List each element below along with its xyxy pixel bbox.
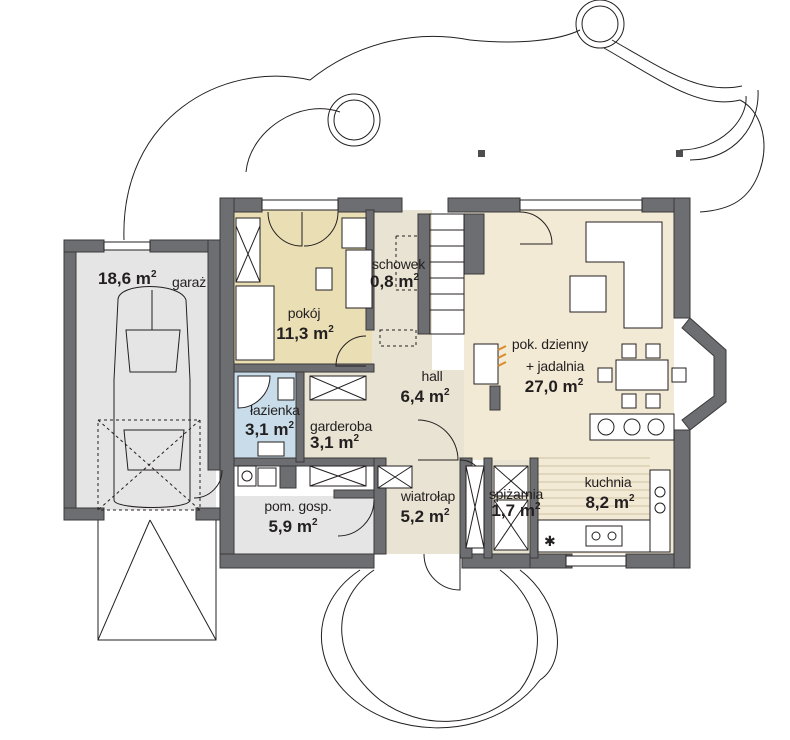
pok-dzienny-label: pok. dzienny	[511, 336, 589, 352]
garderoba-label: garderoba	[310, 418, 373, 434]
lazienka-area: 3,1 m2	[245, 420, 295, 439]
snowflake-icon: ✱	[544, 534, 556, 550]
radiator	[497, 345, 507, 367]
pom-gosp-area: 5,9 m2	[268, 517, 318, 536]
pom-gosp-label: pom. gosp.	[264, 498, 332, 514]
post-marker	[676, 150, 683, 157]
right-terrace-arc	[603, 39, 743, 103]
wardrobes	[377, 465, 529, 551]
kuchnia-label: kuchnia	[584, 474, 632, 490]
bedroom-furniture	[235, 217, 373, 361]
big-garden-arc-inner	[245, 108, 341, 173]
jadalnia-label: + jadalnia	[525, 358, 585, 374]
stairs	[379, 213, 465, 347]
schowek-area: 0,8 m2	[370, 272, 420, 291]
lazienka-label: łazienka	[250, 402, 300, 418]
hall-area: 6,4 m2	[400, 387, 450, 406]
kitchen-floor-stripes	[536, 457, 650, 515]
pokoj-label: pokój	[287, 305, 321, 321]
pok-dzienny-area: 27,0 m2	[524, 377, 584, 396]
schowek-label: schowek	[372, 256, 426, 272]
driveway	[97, 519, 217, 641]
garage-area: 18,6 m2	[98, 269, 157, 288]
kuchnia-area: 8,2 m2	[585, 493, 635, 512]
garage-label: garaż	[172, 274, 207, 290]
car	[97, 286, 201, 511]
garage-floor	[76, 250, 216, 510]
garden-arcs	[123, 0, 765, 729]
wiatrolap-area: 5,2 m2	[400, 507, 450, 526]
post-marker	[478, 150, 485, 157]
round-planter-left	[327, 93, 381, 147]
hall-label: hall	[421, 368, 443, 384]
spizarnia-label: spiżarnia	[488, 486, 544, 502]
walls	[63, 197, 727, 569]
windows	[103, 199, 643, 567]
garderoba-area: 3,1 m2	[310, 433, 360, 452]
utility-fixtures	[237, 465, 277, 487]
living-furniture	[473, 221, 687, 441]
wiatrolap-label: wiatrołap	[400, 488, 456, 504]
bottom-terrace-arc	[341, 569, 521, 722]
pom-gosp-floor	[234, 496, 374, 554]
spizarnia-area: 1,7 m2	[491, 501, 541, 520]
bathroom-fixtures	[237, 375, 367, 487]
kitchen-counter	[537, 469, 671, 553]
pokoj-area: 11,3 m2	[276, 324, 334, 343]
big-garden-arc	[123, 35, 471, 241]
round-planter-right	[575, 0, 625, 49]
